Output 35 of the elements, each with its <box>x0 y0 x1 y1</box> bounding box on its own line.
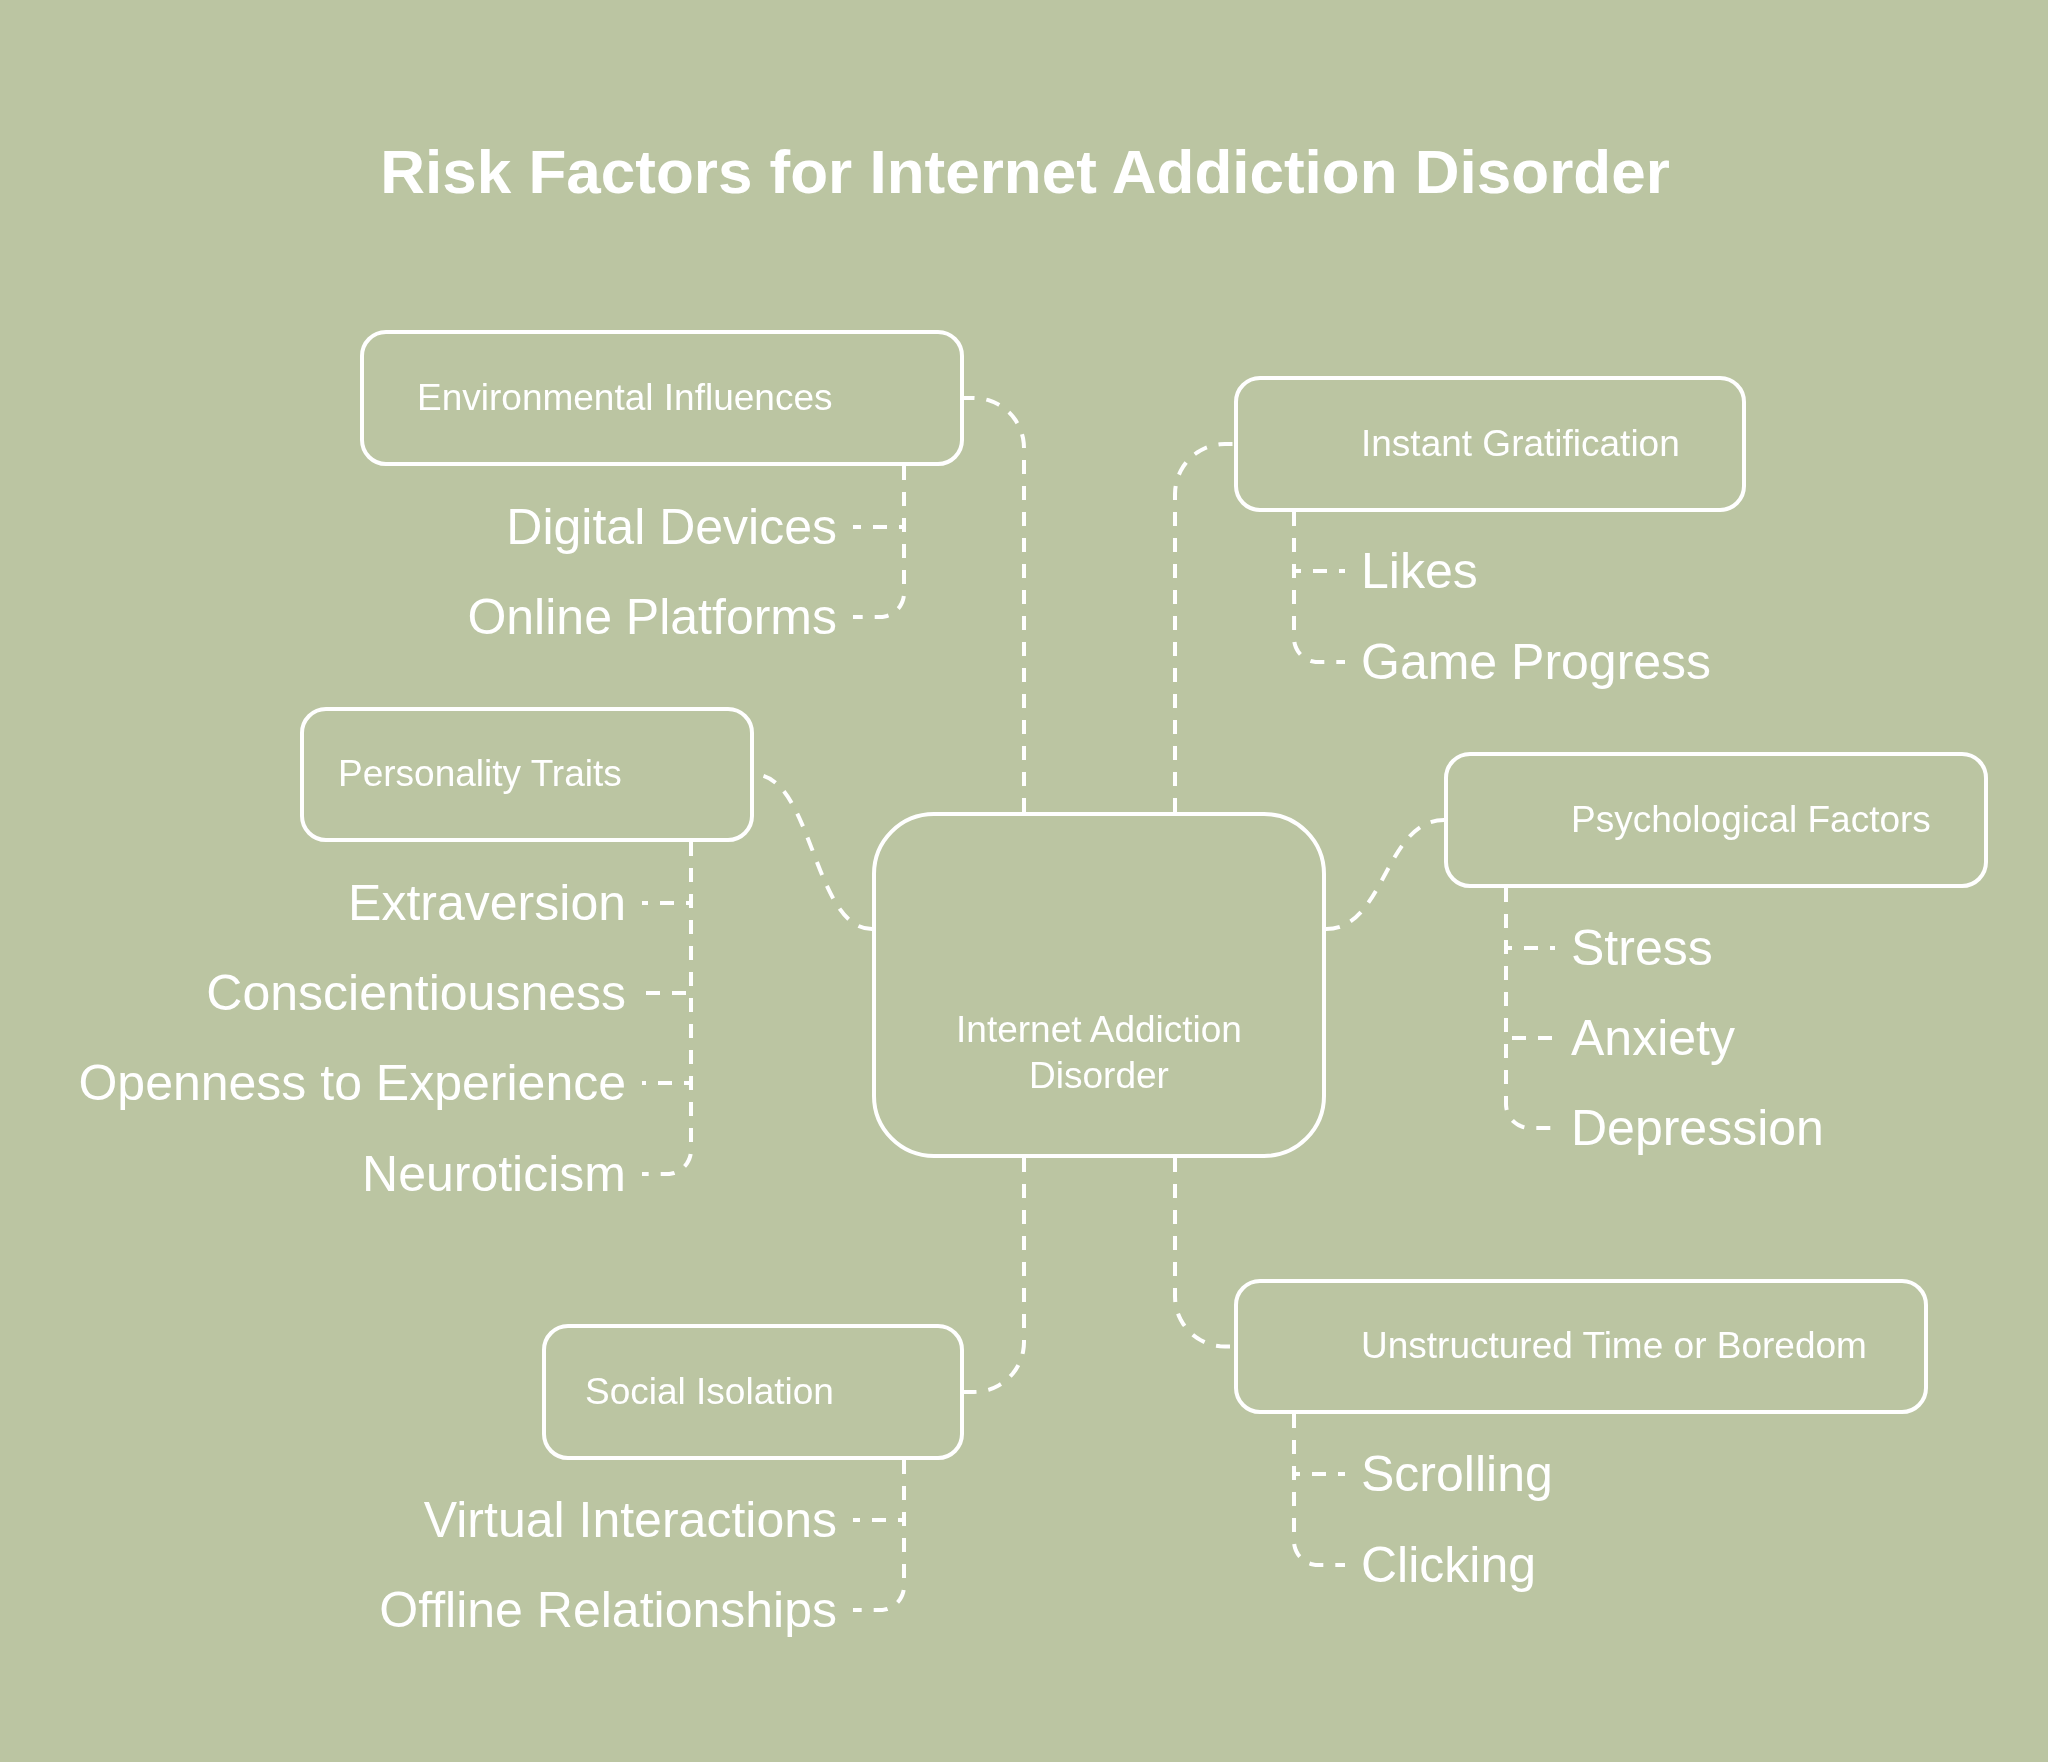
topic-label: Internet Addiction Disorder <box>955 1008 1243 1098</box>
category-box <box>360 330 964 466</box>
connector-line <box>964 1158 1026 1394</box>
factor-label: Openness to Experience <box>78 1053 642 1113</box>
factor-label: Likes <box>1345 541 1478 601</box>
factor-label: Anxiety <box>1555 1008 1735 1068</box>
diagram-title: Risk Factors for Internet Addiction Disorder <box>380 136 1670 208</box>
connector-line <box>642 842 693 1176</box>
category-box <box>1234 1279 1928 1414</box>
factor-label: Game Progress <box>1345 632 1712 692</box>
factor-label: Scrolling <box>1345 1444 1553 1504</box>
factor-label: Extraversion <box>348 873 642 933</box>
category-label: Psychological Factors <box>1571 797 1931 842</box>
factor-label: Conscientiousness <box>206 963 642 1023</box>
category-label: Instant Gratification <box>1361 421 1680 466</box>
factor-label: Online Platforms <box>467 587 853 647</box>
category-label: Social Isolation <box>585 1369 834 1414</box>
category-box <box>1444 752 1988 888</box>
category-label: Unstructured Time or Boredom <box>1361 1324 1867 1369</box>
factor-label: Depression <box>1555 1098 1824 1158</box>
connector-line <box>964 396 1026 812</box>
factor-label: Offline Relationships <box>379 1580 853 1640</box>
category-label: Environmental Influences <box>417 375 833 420</box>
factor-label: Digital Devices <box>506 497 853 557</box>
category-label: Personality Traits <box>338 752 622 797</box>
factor-label: Virtual Interactions <box>423 1490 853 1550</box>
topic-box <box>872 812 1326 1158</box>
connector-line <box>1325 818 1445 931</box>
category-box <box>300 707 754 842</box>
category-box <box>1234 376 1746 512</box>
connector-line <box>1173 442 1234 812</box>
category-box <box>542 1324 964 1460</box>
factor-label: Neuroticism <box>362 1144 642 1204</box>
factor-label: Stress <box>1555 918 1713 978</box>
factor-label: Clicking <box>1345 1535 1537 1595</box>
